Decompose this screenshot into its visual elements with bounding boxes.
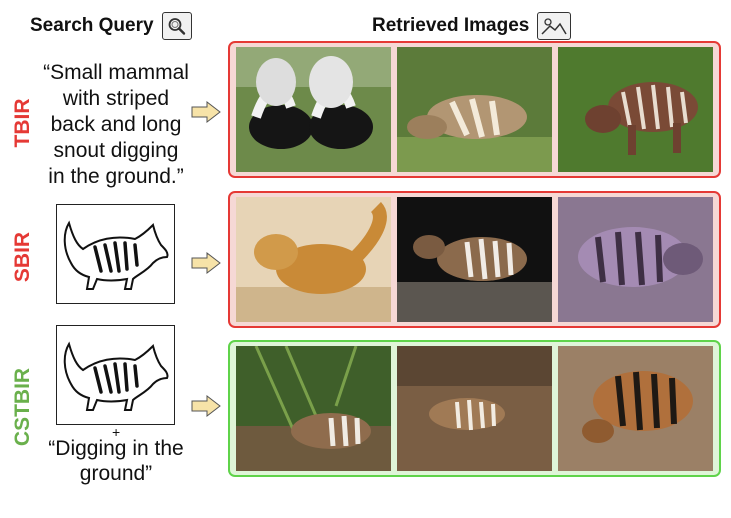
- numbat-sketch: [63, 341, 169, 411]
- arrow-right-icon: [191, 101, 221, 123]
- retrieved-images-header: Retrieved Images: [372, 12, 572, 40]
- search-query-title: Search Query: [30, 15, 154, 36]
- plus-sign: +: [112, 424, 121, 440]
- numbat-digging-photo-1[interactable]: [236, 346, 391, 471]
- tbir-query-text: “Small mammal with striped back and long…: [43, 61, 189, 188]
- arrow-right-icon: [191, 252, 221, 274]
- striped-rodent-photo[interactable]: [397, 47, 552, 172]
- aardwolf-photo[interactable]: [558, 197, 713, 322]
- search-query-header: Search Query: [30, 12, 192, 40]
- numbat-digging-photo-3[interactable]: [558, 346, 713, 471]
- tbir-results-panel: [228, 41, 721, 178]
- sbir-results-panel: [228, 191, 721, 328]
- sbir-label: SBIR: [11, 231, 34, 283]
- skunks-photo[interactable]: [236, 47, 391, 172]
- tbir-label: TBIR: [11, 98, 34, 148]
- magnifier-icon: [161, 12, 192, 40]
- arrow-right-icon: [191, 395, 221, 417]
- cstbir-label: CSTBIR: [11, 367, 34, 447]
- cstbir-query-text: “Digging in the ground”: [48, 437, 184, 485]
- numbat-sketch: [63, 220, 169, 290]
- numbat-photo[interactable]: [397, 197, 552, 322]
- squirrel-photo[interactable]: [236, 197, 391, 322]
- image-icon: [537, 12, 572, 40]
- cstbir-results-panel: [228, 340, 721, 477]
- numbat-digging-photo-2[interactable]: [397, 346, 552, 471]
- retrieved-images-title: Retrieved Images: [372, 15, 530, 36]
- tapir-calf-photo[interactable]: [558, 47, 713, 172]
- sbir-sketch: [56, 204, 175, 304]
- cstbir-sketch: [56, 325, 175, 425]
